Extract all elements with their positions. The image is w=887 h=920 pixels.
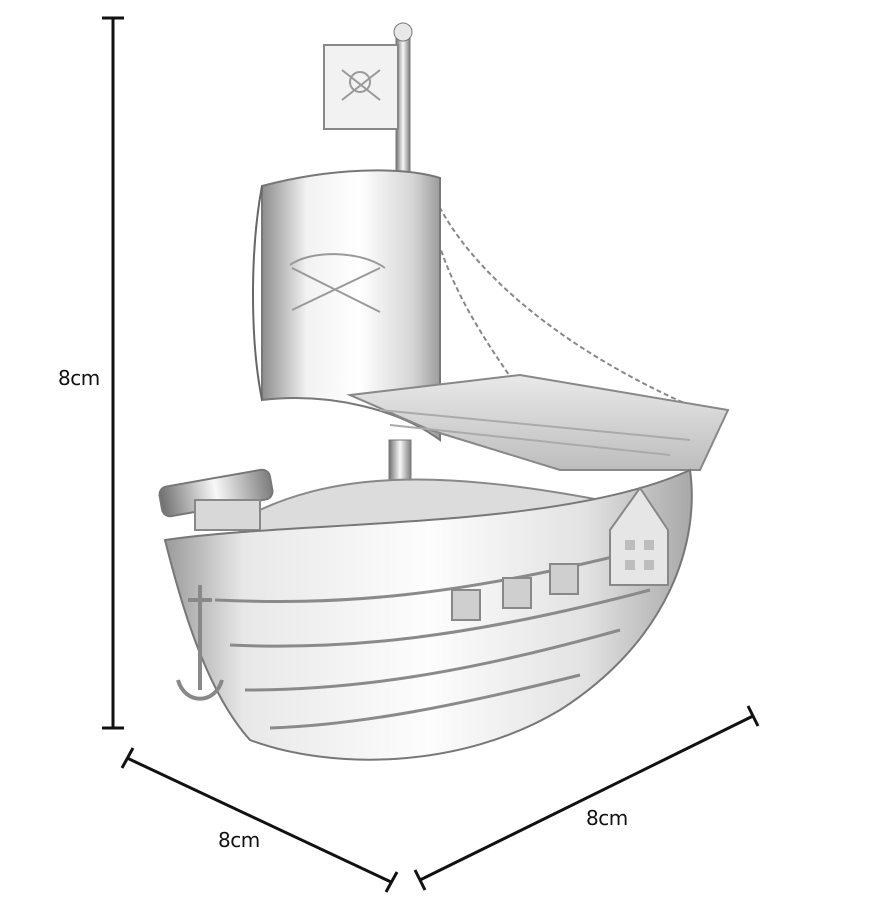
height-dimension-label: 8cm [58, 366, 100, 390]
skull-crossbones-icon [323, 44, 399, 130]
height-dimension-line [102, 16, 124, 730]
width-right-dimension-line [413, 705, 760, 891]
hull [163, 468, 693, 761]
anchor-icon [176, 585, 224, 701]
sail [252, 169, 441, 442]
width-left-dimension-line [120, 747, 399, 893]
width-right-dimension-label: 8cm [586, 806, 628, 830]
width-left-dimension-label: 8cm [218, 828, 260, 852]
cannon [158, 468, 274, 531]
